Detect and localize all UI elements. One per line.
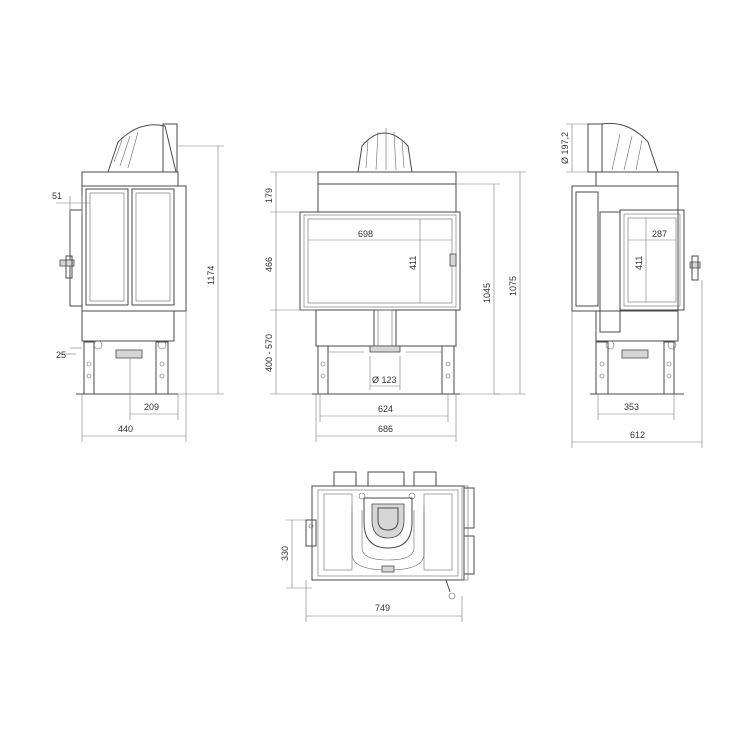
dim-diameter-197: Ø 197,2	[560, 132, 570, 164]
dim-1045: 1045	[482, 283, 492, 303]
dim-400-570: 400 - 570	[264, 334, 274, 372]
dim-209: 209	[144, 402, 159, 412]
front-view: 179 466 400 - 570 698 411 1045 1075 Ø 12…	[264, 128, 526, 442]
dim-51: 51	[52, 191, 62, 201]
dim-624: 624	[378, 404, 393, 414]
dim-diameter-123: Ø 123	[372, 375, 397, 385]
dim-25: 25	[56, 350, 66, 360]
dim-179: 179	[264, 188, 274, 203]
dim-686: 686	[378, 424, 393, 434]
left-side-view: 51 25 209 440 1174	[52, 123, 224, 442]
dim-411-right: 411	[634, 256, 644, 270]
dim-440: 440	[118, 424, 133, 434]
dim-411-front: 411	[408, 256, 418, 270]
dim-330: 330	[280, 546, 290, 561]
dim-749: 749	[375, 603, 390, 613]
dim-353: 353	[624, 402, 639, 412]
dim-698: 698	[358, 229, 373, 239]
right-side-view: Ø 197,2 287 411 353 612	[560, 122, 703, 448]
dim-612: 612	[630, 430, 645, 440]
dim-1075: 1075	[508, 276, 518, 296]
dim-1174: 1174	[206, 266, 216, 285]
top-view: 330 749	[280, 471, 475, 622]
dim-466: 466	[264, 257, 274, 272]
dim-287: 287	[652, 229, 667, 239]
